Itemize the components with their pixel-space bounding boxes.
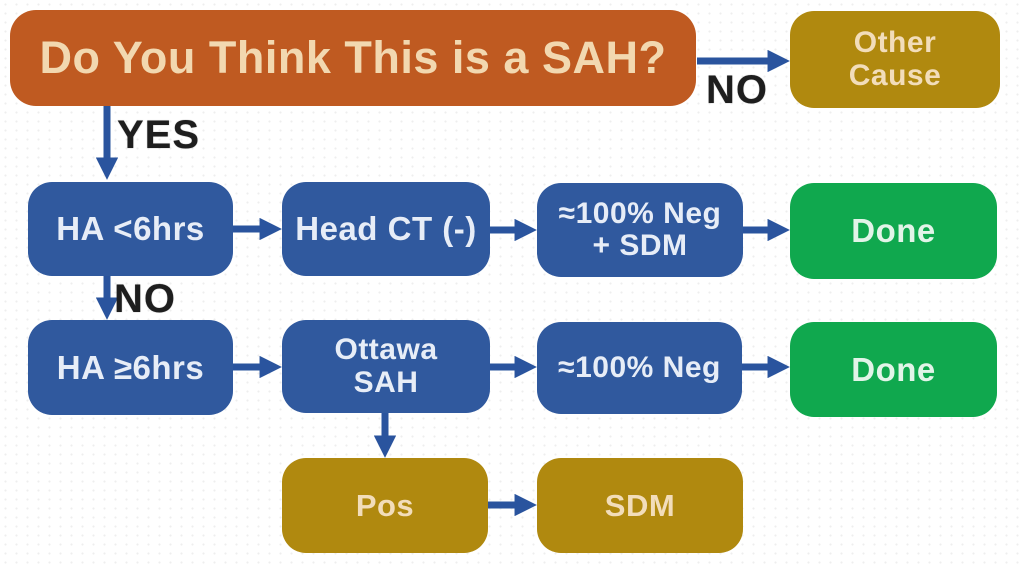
node-ha-under-6hrs: HA <6hrs [28, 182, 233, 276]
node-ha-over-6hrs: HA ≥6hrs [28, 320, 233, 415]
node-100pct-neg-plus-sdm: ≈100% Neg + SDM [537, 183, 743, 277]
node-sdm-label: SDM [604, 487, 676, 523]
node-ottawa-sah-line1: Ottawa [334, 333, 438, 367]
node-other-cause-line1: Other [853, 26, 937, 60]
node-done-top-label: Done [851, 212, 936, 250]
node-other-cause: Other Cause [790, 11, 1000, 108]
node-other-cause-line2: Cause [848, 58, 942, 92]
node-sdm: SDM [537, 458, 743, 553]
node-head-ct-negative: Head CT (-) [282, 182, 490, 276]
edge-label-yes: YES [117, 113, 201, 157]
node-ha-under-6hrs-label: HA <6hrs [56, 210, 205, 248]
node-100pct-neg-plus-sdm-line2: + SDM [592, 229, 688, 262]
node-100pct-neg-label: ≈100% Neg [558, 350, 721, 384]
node-100pct-neg: ≈100% Neg [537, 322, 742, 414]
node-question: Do You Think This is a SAH? [10, 10, 696, 106]
node-pos: Pos [282, 458, 488, 553]
node-ottawa-sah: Ottawa SAH [282, 320, 490, 413]
node-question-label: Do You Think This is a SAH? [39, 31, 667, 83]
node-ha-over-6hrs-label: HA ≥6hrs [56, 348, 205, 386]
edge-label-no-top: NO [706, 68, 768, 112]
node-100pct-neg-plus-sdm-line1: ≈100% Neg [558, 196, 722, 230]
node-pos-label: Pos [355, 487, 415, 523]
node-done-bottom-label: Done [851, 350, 936, 388]
node-done-bottom: Done [790, 322, 997, 417]
node-head-ct-negative-label: Head CT (-) [295, 210, 477, 248]
edge-label-no-mid: NO [114, 277, 176, 321]
node-ottawa-sah-line2: SAH [353, 365, 419, 399]
node-done-top: Done [790, 183, 997, 279]
